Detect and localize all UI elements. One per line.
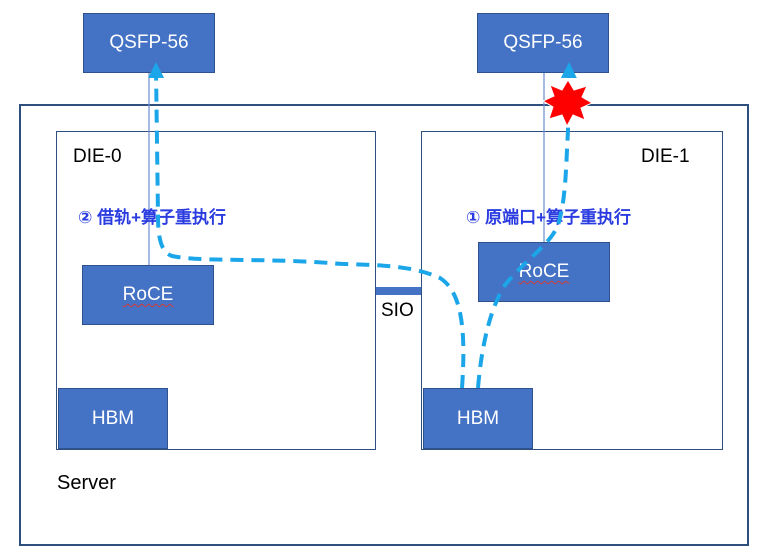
path-1-annotation: ① 原端口+算子重执行 [466,208,632,227]
die-1-qsfp-label: QSFP-56 [503,32,583,53]
path-2-dashed-route [148,62,466,389]
die-1-hbm-label: HBM [456,407,500,429]
die-1-label: DIE-1 [641,146,690,167]
die-1-roce-label: RoCE [518,261,570,282]
die-1-qsfp-port: QSFP-56 [477,13,609,73]
die-0-hbm-block: HBM [58,388,168,449]
path-2-annotation: ② 借轨+算子重执行 [78,208,227,227]
die-0-frame [56,131,376,450]
die-0-label: DIE-0 [73,146,122,167]
red-starburst-icon [541,79,594,128]
server-frame [19,104,749,546]
path-1-dashed-route [476,62,577,389]
sio-label: SIO [381,300,414,321]
server-label: Server [57,472,116,494]
die-0-roce-label: RoCE [122,284,174,305]
sio-link-bar [376,287,421,295]
die-1-hbm-block: HBM [423,388,533,449]
die-0-roce-block: RoCE [82,265,214,325]
die-1-roce-block: RoCE [478,242,610,302]
die-0-hbm-label: HBM [91,407,135,429]
die-1-frame [421,131,723,450]
die-0-qsfp-label: QSFP-56 [109,32,189,53]
